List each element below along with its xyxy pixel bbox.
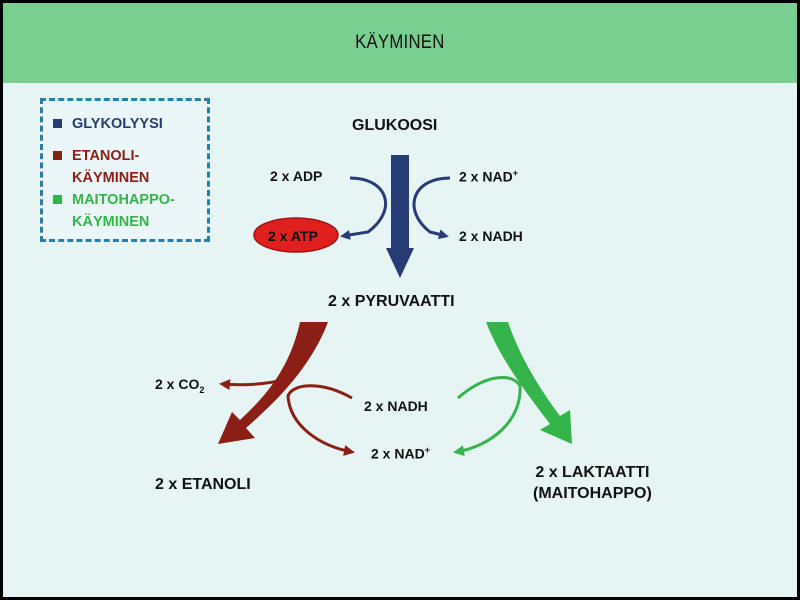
lactate-label: 2 x LAKTAATTI (MAITOHAPPO): [533, 464, 652, 502]
lactate-main-arrow: [486, 322, 572, 444]
legend-label: GLYKOLYYSI: [72, 116, 163, 132]
atp-label: 2 x ATP: [268, 228, 318, 244]
nad-top-label: 2 x NAD+: [459, 168, 518, 185]
nadh-mid-label: 2 x NADH: [364, 398, 428, 414]
glucose-label: GLUKOOSI: [352, 117, 438, 134]
header-bar: KÄYMINEN: [3, 3, 797, 83]
legend-item-glycolysis: GLYKOLYYSI: [53, 113, 202, 135]
glycolysis-main-arrow: [386, 155, 414, 278]
ethanol-label: 2 x ETANOLI: [155, 476, 251, 493]
co2-release-arrow: [219, 376, 291, 391]
page-title: KÄYMINEN: [355, 32, 445, 53]
legend-label: MAITOHAPPO-KÄYMINEN: [72, 192, 175, 230]
lactate-nadh-to-nad-arrow: [453, 376, 522, 457]
nadh-top-label: 2 x NADH: [459, 228, 523, 244]
adp-to-atp-arrow: [340, 176, 387, 240]
nad-to-nadh-arrow: [412, 176, 451, 240]
legend-swatch-icon: [53, 119, 62, 128]
pyruvate-label: 2 x PYRUVAATTI: [328, 293, 455, 310]
legend: GLYKOLYYSI ETANOLI-KÄYMINEN MAITOHAPPO-K…: [40, 98, 210, 242]
nad-bottom-label: 2 x NAD+: [371, 445, 430, 462]
legend-swatch-icon: [53, 195, 62, 204]
legend-item-lactic-fermentation: MAITOHAPPO-KÄYMINEN: [53, 189, 202, 233]
ethanol-nadh-to-nad-arrow: [286, 384, 355, 456]
ethanol-main-arrow: [218, 322, 328, 444]
adp-label: 2 x ADP: [270, 168, 323, 184]
legend-label: ETANOLI-KÄYMINEN: [72, 148, 150, 186]
co2-label: 2 x CO2: [155, 376, 205, 395]
atp-highlight: [253, 217, 339, 253]
legend-swatch-icon: [53, 151, 62, 160]
legend-item-ethanol-fermentation: ETANOLI-KÄYMINEN: [53, 145, 202, 189]
